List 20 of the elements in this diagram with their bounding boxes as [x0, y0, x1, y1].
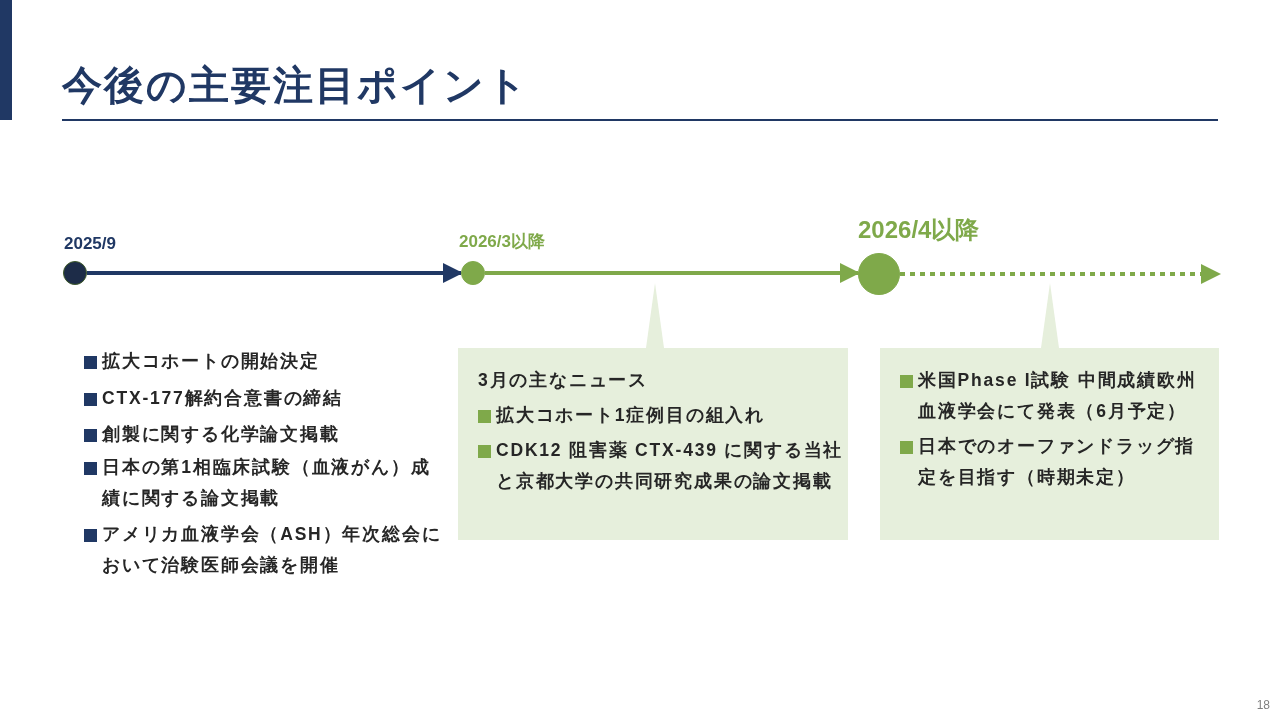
date-label: 2026/3以降 — [459, 231, 545, 253]
box-heading: 3月の主なニュース — [478, 369, 649, 392]
bullet-item: 拡大コホートの開始決定 — [84, 346, 442, 377]
date-label: 2025/9 — [64, 234, 116, 254]
callout-box — [880, 348, 1219, 540]
bullet-item: CTX-177解約合意書の締結 — [84, 383, 442, 414]
bullet-item: 米国Phase I試験 中間成績欧州血液学会にて発表（6月予定） — [900, 365, 1208, 427]
bullet-item: 拡大コホート1症例目の組入れ — [478, 400, 844, 431]
bullet-item: 創製に関する化学論文掲載 — [84, 419, 442, 450]
bullet-item: 日本の第1相臨床試験（血液がん）成績に関する論文掲載 — [84, 452, 442, 514]
bullet-item: アメリカ血液学会（ASH）年次総会において治験医師会議を開催 — [84, 519, 442, 581]
arrow — [900, 264, 1221, 284]
page-number: 18 — [1256, 698, 1270, 712]
date-label: 2026/4以降 — [858, 215, 980, 245]
bullet-item: CDK12 阻害薬 CTX-439 に関する当社と京都大学の共同研究成果の論文掲載 — [478, 435, 844, 497]
bullet-item: 日本でのオーファンドラッグ指定を目指す（時期未定） — [900, 431, 1208, 493]
arrow — [485, 263, 860, 283]
callout-box — [458, 348, 848, 540]
arrow — [87, 263, 463, 283]
title: 今後の主要注目ポイント — [62, 62, 529, 109]
